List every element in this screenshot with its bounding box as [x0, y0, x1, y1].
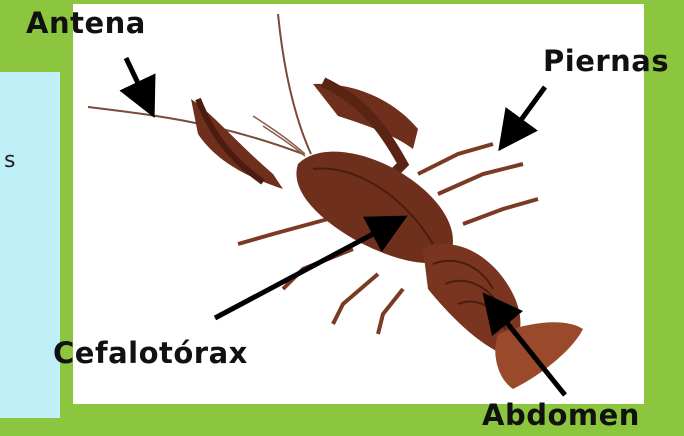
- side-info-panel: s: [0, 72, 60, 418]
- label-abdomen: Abdomen: [482, 398, 640, 432]
- panel-text-fragment: s: [4, 148, 15, 173]
- label-piernas: Piernas: [543, 44, 669, 78]
- label-cefalotorax: Cefalotórax: [53, 336, 248, 370]
- label-antena: Antena: [26, 6, 146, 40]
